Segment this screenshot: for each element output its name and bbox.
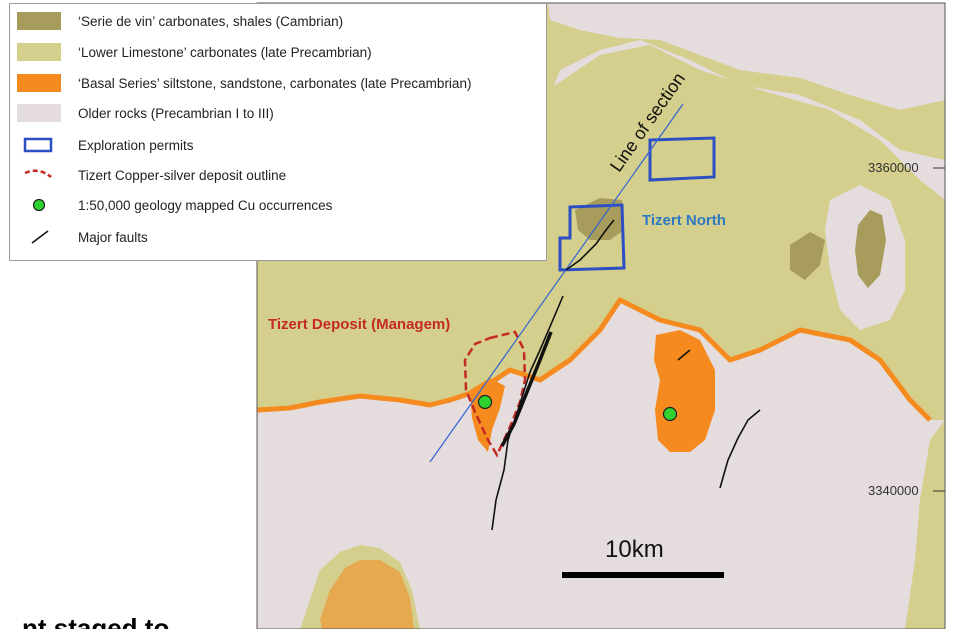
older-rocks-area	[548, 3, 945, 110]
legend-row: Exploration permits	[10, 134, 548, 156]
legend-label: ‘Lower Limestone’ carbonates (late Preca…	[78, 44, 372, 60]
legend-label: Exploration permits	[78, 137, 194, 153]
tizert-north-label: Tizert North	[642, 212, 726, 229]
legend-row: ‘Lower Limestone’ carbonates (late Preca…	[10, 41, 548, 63]
legend-label: Major faults	[78, 229, 148, 245]
legend-row: Older rocks (Precambrian I to III)	[10, 102, 548, 124]
fault-line-icon	[16, 227, 62, 247]
basal-series-area	[320, 560, 414, 629]
older-rocks-swatch	[16, 103, 62, 123]
legend-row: ‘Serie de vin’ carbonates, shales (Cambr…	[10, 10, 548, 32]
legend-label: Older rocks (Precambrian I to III)	[78, 105, 274, 121]
deposit-outline-icon	[16, 165, 62, 185]
permit-north-east	[648, 136, 716, 182]
basal-series-area	[654, 330, 715, 452]
serie-de-vin-swatch	[16, 11, 62, 31]
legend-row: Major faults	[10, 226, 548, 248]
coord-label-3360000: 3360000	[868, 160, 919, 175]
lower-limestone-area	[905, 420, 945, 629]
lower-limestone-swatch	[16, 42, 62, 62]
basal-series-area	[470, 378, 505, 452]
major-fault	[500, 331, 553, 447]
legend-row: Tizert Copper-silver deposit outline	[10, 164, 548, 186]
tizert-deposit-outline	[463, 330, 527, 458]
serie-de-vin-area	[575, 198, 624, 240]
major-fault	[565, 219, 615, 271]
cu-occurrence	[477, 394, 493, 410]
legend-row: 1:50,000 geology mapped Cu occurrences	[10, 194, 548, 216]
major-fault	[677, 349, 691, 361]
basal-series-swatch	[16, 73, 62, 93]
cu-occurrence	[662, 406, 678, 422]
legend: ‘Serie de vin’ carbonates, shales (Cambr…	[9, 3, 547, 261]
coord-label-3340000: 3340000	[868, 483, 919, 498]
legend-label: ‘Basal Series’ siltstone, sandstone, car…	[78, 75, 472, 91]
line-of-section	[429, 103, 684, 463]
tizert-deposit-label: Tizert Deposit (Managem)	[268, 316, 451, 333]
serie-de-vin-area	[790, 232, 825, 280]
permit-tizert-north	[558, 203, 626, 272]
basal-series-area	[257, 297, 932, 422]
scale-bar	[562, 572, 724, 578]
map-border	[256, 2, 946, 629]
cut-off-text: nt staged to	[22, 613, 170, 629]
legend-label: 1:50,000 geology mapped Cu occurrences	[78, 197, 333, 213]
scale-label: 10km	[605, 536, 664, 563]
legend-label: Tizert Copper-silver deposit outline	[78, 167, 287, 183]
permit-outline-icon	[16, 135, 62, 155]
cu-occurrence-icon	[16, 195, 62, 215]
legend-label: ‘Serie de vin’ carbonates, shales (Cambr…	[78, 13, 344, 29]
legend-row: ‘Basal Series’ siltstone, sandstone, car…	[10, 72, 548, 94]
major-fault	[719, 409, 761, 489]
serie-de-vin-area	[855, 210, 886, 288]
